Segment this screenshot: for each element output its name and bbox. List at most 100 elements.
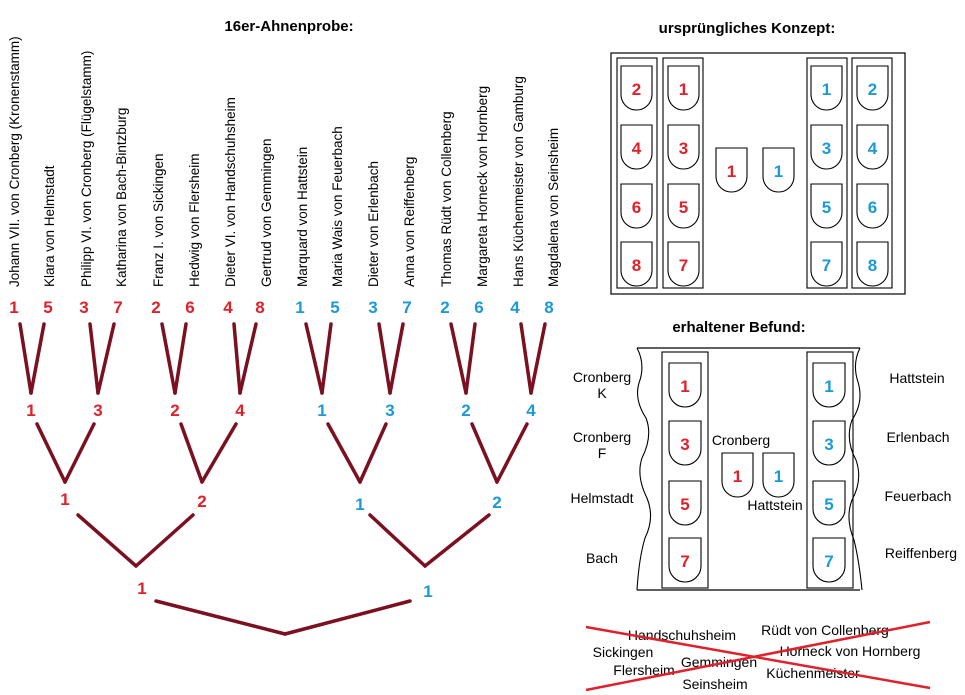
shield-number: 8 [632, 256, 641, 275]
level2-number: 2 [170, 401, 179, 420]
missing-name: Seinsheim [682, 676, 747, 692]
finding-left-label: Bach [586, 550, 618, 566]
shield-number: 1 [774, 162, 783, 181]
ancestor-name: Anna von Reiffenberg [402, 157, 417, 287]
level3-number: 2 [197, 492, 206, 511]
shield-column-frame [851, 57, 893, 289]
shield-number: 7 [824, 552, 833, 571]
ancestor-name: Magdalena von Seinsheim [546, 128, 561, 287]
concept-shield: 6 [856, 183, 889, 229]
tree-connector [76, 513, 138, 568]
finding-shield: 1 [812, 362, 846, 408]
ancestor-name: Thomas Rüdt von Collenberg [439, 111, 454, 287]
concept-shield: 1 [667, 65, 700, 111]
concept-shield: 2 [856, 65, 889, 111]
shield-number: 1 [822, 80, 831, 99]
finding-right-label: Feuerbach [885, 488, 952, 504]
tree-connector [470, 422, 499, 484]
finding-right-labels: Hattstein Erlenbach Feuerbach Reiffenber… [885, 370, 958, 561]
finding-center-shield: 1 [721, 452, 754, 498]
finding-shield: 5 [668, 480, 702, 526]
tree-connector [529, 322, 547, 395]
finding-shield: 3 [668, 420, 702, 466]
tree-connector [88, 322, 100, 395]
tree-connector [29, 322, 46, 395]
shield-column-frame [806, 57, 848, 289]
tree-connector [18, 322, 33, 395]
shield-number: 7 [679, 256, 688, 275]
tree-connector [179, 422, 204, 484]
finding-center-label-bottom: Hattstein [747, 497, 802, 513]
tree-connector [160, 322, 177, 395]
ancestor-number: 4 [510, 298, 520, 317]
ancestor-names: Johann VII. von Cronberg (Kronenstamm) Kl… [7, 36, 561, 287]
level3-number: 1 [355, 495, 364, 514]
concept-shield: 4 [856, 124, 889, 170]
concept-shield: 1 [810, 65, 843, 111]
ancestor-number: 1 [9, 298, 18, 317]
finding-left-label: Helmstadt [570, 490, 633, 506]
ancestor-number: 6 [185, 298, 194, 317]
shield-number: 4 [632, 139, 642, 158]
concept-shield: 4 [620, 124, 653, 170]
tree-connector [464, 322, 477, 395]
finding-shield: 1 [668, 362, 702, 408]
shield-number: 5 [824, 495, 833, 514]
tree-connector [154, 599, 287, 636]
tree-connector [283, 599, 412, 636]
level2-number: 2 [461, 401, 470, 420]
shield-column-frame [616, 57, 658, 289]
shield-column-frame [661, 351, 709, 589]
ancestor-name: Katharina von Bach-Bintzburg [114, 108, 129, 287]
tree-connector [232, 322, 242, 395]
finding-left-label: Cronberg [573, 369, 631, 385]
shield-number: 1 [727, 162, 736, 181]
ancestor-name: Johann VII. von Cronberg (Kronenstamm) [7, 36, 22, 287]
shield-number: 7 [822, 256, 831, 275]
tree-connector [423, 513, 491, 568]
ancestor-number: 3 [79, 298, 88, 317]
ancestor-number: 6 [474, 298, 483, 317]
ancestor-name: Philipp VI. von Cronberg (Flügelstamm) [79, 51, 94, 287]
shield-number: 3 [822, 139, 831, 158]
level2-number: 1 [26, 401, 35, 420]
ancestor-number: 2 [440, 298, 449, 317]
shield-number: 5 [679, 198, 688, 217]
ancestor-name: Hedwig von Flersheim [187, 153, 202, 287]
tree-connector [35, 422, 67, 484]
finding-left-label: Cronberg [573, 429, 631, 445]
concept-shield: 5 [667, 183, 700, 229]
shield-number: 1 [679, 80, 688, 99]
concept-shield: 7 [667, 241, 700, 287]
shield-number: 1 [733, 467, 742, 486]
shield-number: 6 [868, 198, 877, 217]
tree-connector [304, 322, 324, 395]
tree-connector [368, 513, 427, 568]
level2-number: 4 [526, 401, 536, 420]
level4-number: 1 [137, 579, 146, 598]
tree-title: 16er-Ahnenprobe: [224, 18, 353, 35]
finding-left-label: K [597, 385, 607, 401]
concept-shield: 3 [667, 124, 700, 170]
ancestor-name: Hans Küchenmeister von Gamburg [511, 76, 526, 287]
concept-shield: 3 [810, 124, 843, 170]
finding-left-labels: Cronberg K Cronberg F Helmstadt Bach [570, 369, 633, 566]
tree-connector [320, 322, 333, 395]
shield-number: 8 [868, 256, 877, 275]
level2-number: 4 [235, 401, 245, 420]
concept-shield: 8 [620, 241, 653, 287]
concept-shield: 5 [810, 183, 843, 229]
ancestor-number: 5 [43, 298, 52, 317]
shield-column-frame [662, 57, 704, 289]
tree-connector-lines [18, 322, 547, 636]
finding-frame [636, 347, 863, 591]
ancestor-name: Franz I. von Sickingen [151, 153, 166, 287]
missing-name: Horneck von Hornberg [780, 643, 921, 659]
ancestor-name: Klara von Helmstadt [42, 165, 57, 287]
